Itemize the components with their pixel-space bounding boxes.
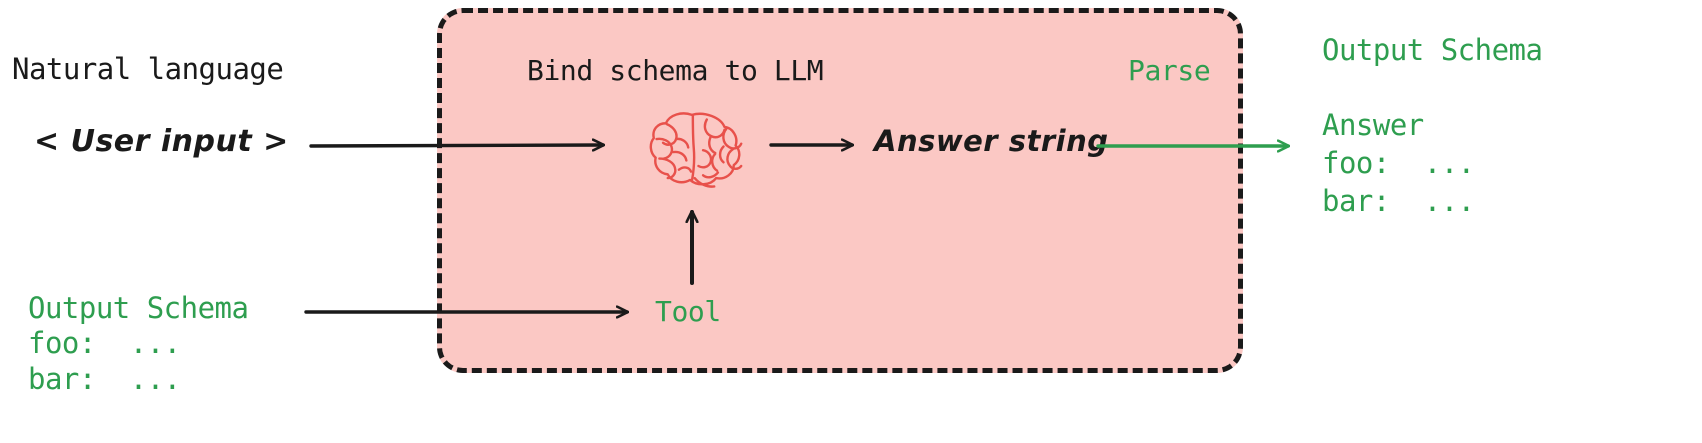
parse-label: Parse — [1128, 54, 1211, 87]
tool-label: Tool — [655, 295, 721, 328]
user-input-text: < User input > — [34, 124, 289, 159]
input-output-schema-block: Output Schema foo: ... bar: ... — [28, 291, 249, 396]
answer-string-label: Answer string — [874, 124, 1109, 158]
output-schema-result-block: Output Schema Answer foo: ... bar: ... — [1322, 33, 1543, 218]
bind-schema-title: Bind schema to LLM — [527, 54, 824, 87]
natural-language-label: Natural language — [12, 52, 284, 86]
